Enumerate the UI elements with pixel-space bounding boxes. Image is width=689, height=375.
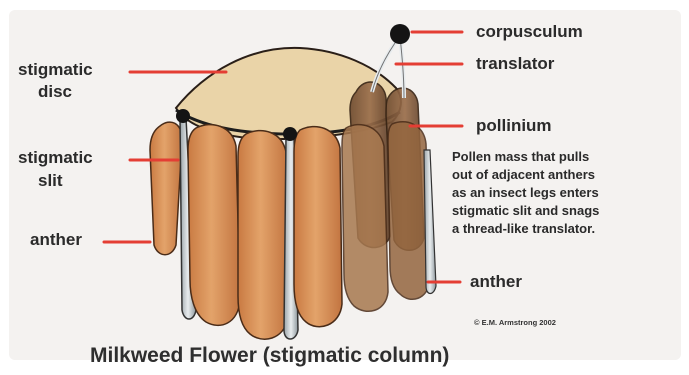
anther-right-1 [342,125,388,312]
label-stigmatic-slit-line1: stigmatic [18,148,93,168]
label-anther-left: anther [30,230,82,250]
label-pollinium: pollinium [476,116,552,136]
description-line-1: Pollen mass that pulls [452,148,589,166]
label-anther-right: anther [470,272,522,292]
rim-dot-left [176,109,190,123]
label-stigmatic-disc-line1: stigmatic [18,60,93,80]
copyright-credit: © E.M. Armstrong 2002 [474,318,556,327]
anther-back-left [150,122,182,255]
anther-front-2 [238,131,288,340]
description-line-3: as an insect legs enters [452,184,599,202]
label-stigmatic-slit-line2: slit [38,171,63,191]
anther-front-3 [294,127,342,327]
description-line-5: a thread-like translator. [452,220,595,238]
label-stigmatic-disc-line2: disc [38,82,72,102]
description-line-4: stigmatic slit and snags [452,202,599,220]
anther-front-1 [188,125,240,326]
description-line-2: out of adjacent anthers [452,166,595,184]
label-translator: translator [476,54,554,74]
rim-dot-center [283,127,297,141]
diagram-title: Milkweed Flower (stigmatic column) [90,344,449,368]
anther-right-2 [388,122,430,299]
label-corpusculum: corpusculum [476,22,583,42]
corpusculum-dot [390,24,410,44]
